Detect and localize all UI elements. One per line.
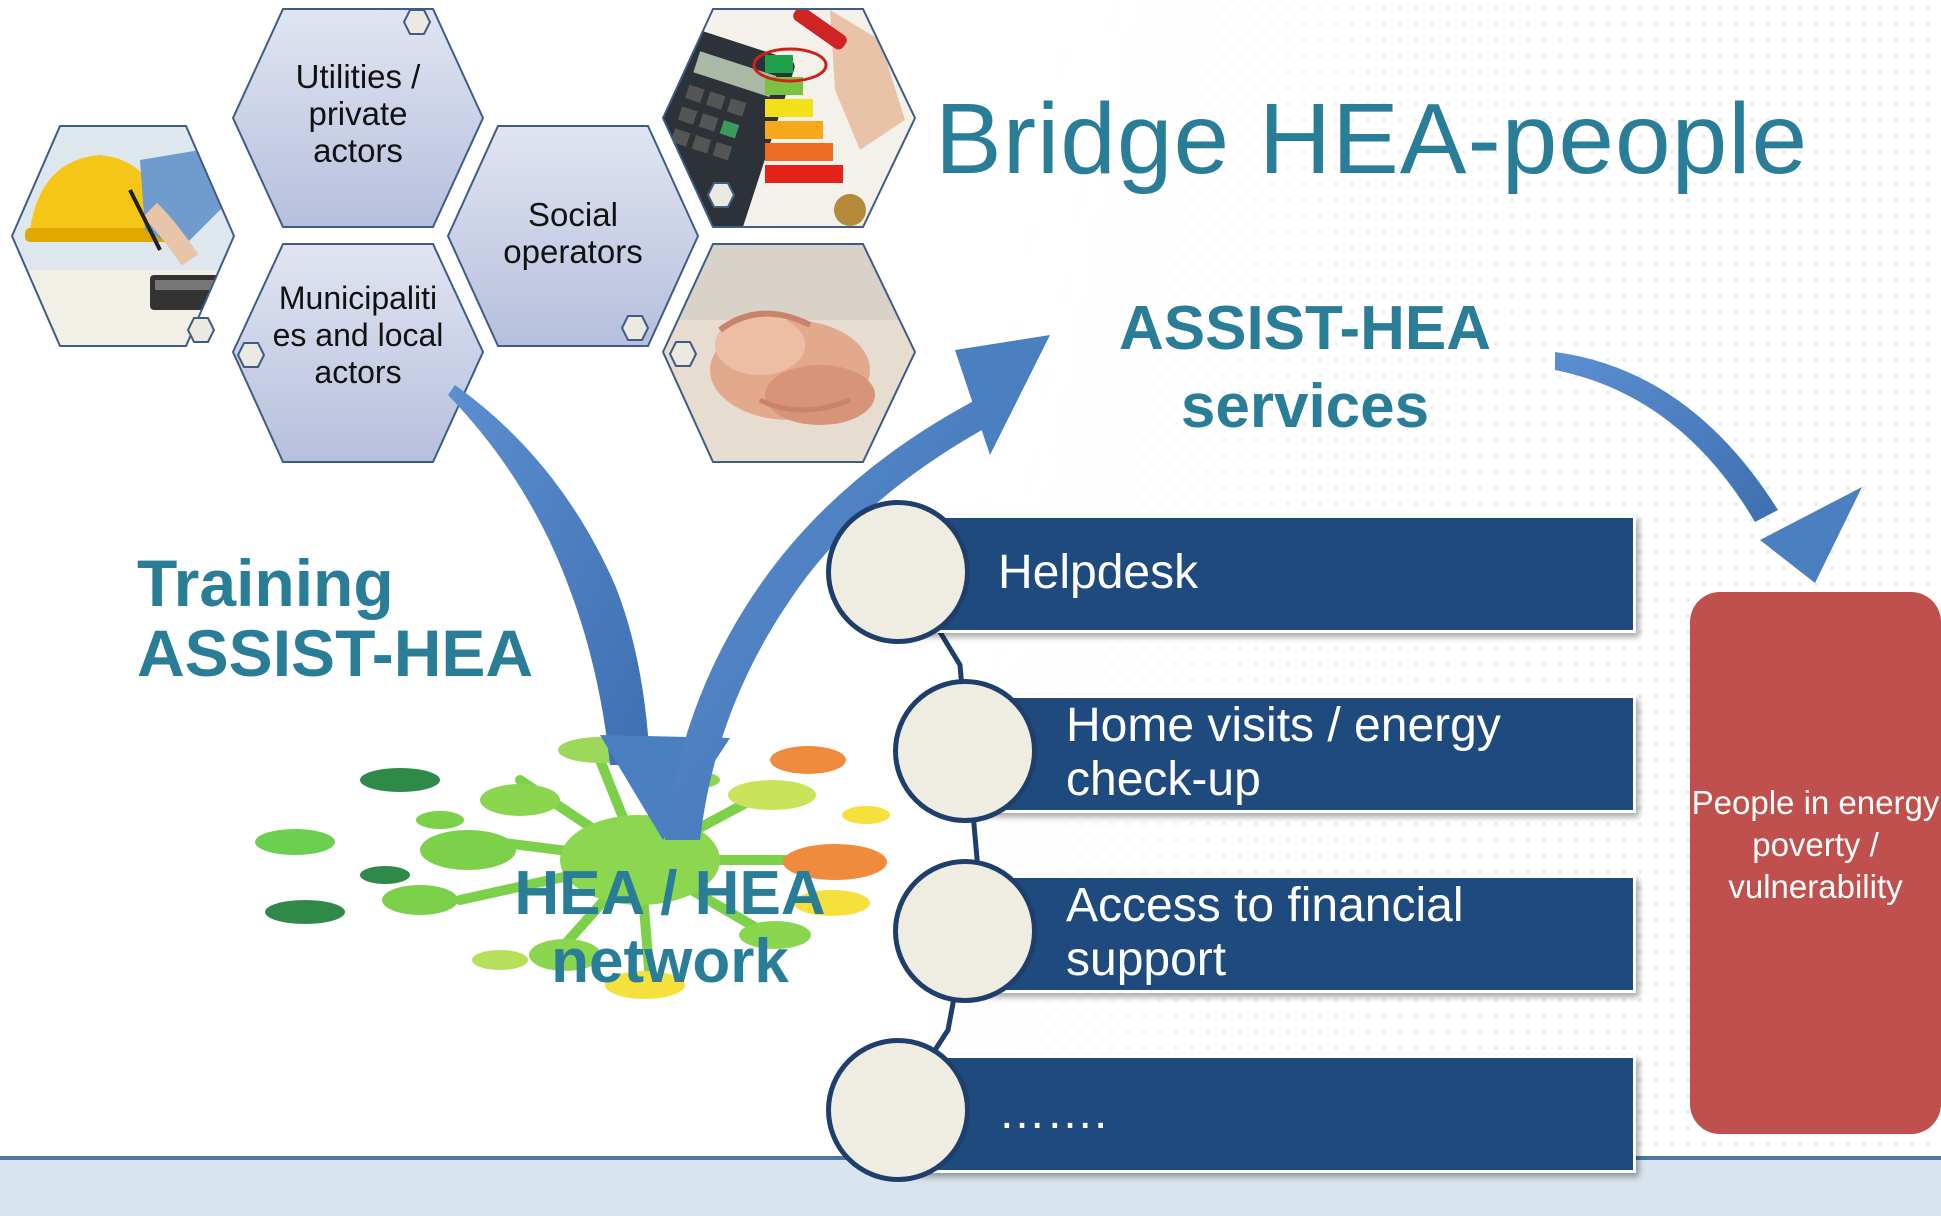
hex-utilities bbox=[231, 8, 485, 228]
service-circle-home-visits bbox=[893, 679, 1037, 823]
services-heading-line-2: services bbox=[1180, 372, 1430, 441]
construction-helmet-photo bbox=[12, 126, 234, 346]
training-label: Training ASSIST-HEA bbox=[137, 548, 533, 688]
training-line-1: Training bbox=[137, 546, 394, 620]
hex-label-utilities: Utilities / private actors bbox=[295, 58, 421, 169]
service-bar-home-visits bbox=[980, 695, 1636, 813]
service-label-home-visits: Home visits / energy check-up bbox=[1066, 699, 1501, 806]
network-line-2: network bbox=[551, 927, 789, 996]
hex-municipalities bbox=[231, 243, 485, 463]
target-group-label: People in energy poverty / vulnerability bbox=[1691, 784, 1940, 905]
arrow-services-to-people bbox=[1555, 352, 1778, 522]
service-label-financial: Access to financial support bbox=[1066, 879, 1464, 986]
service-circle-more bbox=[826, 1038, 970, 1182]
holding-hands-photo bbox=[663, 244, 915, 462]
training-line-2: ASSIST-HEA bbox=[137, 616, 534, 690]
arrow-network-to-services bbox=[665, 395, 1000, 840]
target-group-box bbox=[1690, 592, 1941, 1134]
services-heading: ASSIST-HEA services bbox=[1080, 290, 1530, 446]
service-label-helpdesk: Helpdesk bbox=[998, 546, 1199, 599]
hex-corner-marks bbox=[186, 9, 736, 368]
arrow-hexagons-to-network bbox=[448, 385, 650, 765]
service-bar-financial bbox=[980, 875, 1636, 993]
network-label: HEA / HEA network bbox=[470, 860, 870, 996]
service-circle-financial bbox=[893, 859, 1037, 1003]
service-circle-helpdesk bbox=[826, 500, 970, 644]
hex-social bbox=[446, 125, 700, 347]
hex-label-municipalities: Municipaliti es and local actors bbox=[272, 280, 444, 390]
network-line-1: HEA / HEA bbox=[514, 859, 826, 928]
hex-label-social: Social operators bbox=[503, 196, 643, 270]
service-bar-helpdesk bbox=[915, 515, 1636, 633]
service-bar-more bbox=[915, 1055, 1636, 1173]
service-label-more: ……. bbox=[998, 1086, 1108, 1139]
services-heading-line-1: ASSIST-HEA bbox=[1118, 294, 1492, 363]
page-title: Bridge HEA-people bbox=[935, 83, 1809, 195]
